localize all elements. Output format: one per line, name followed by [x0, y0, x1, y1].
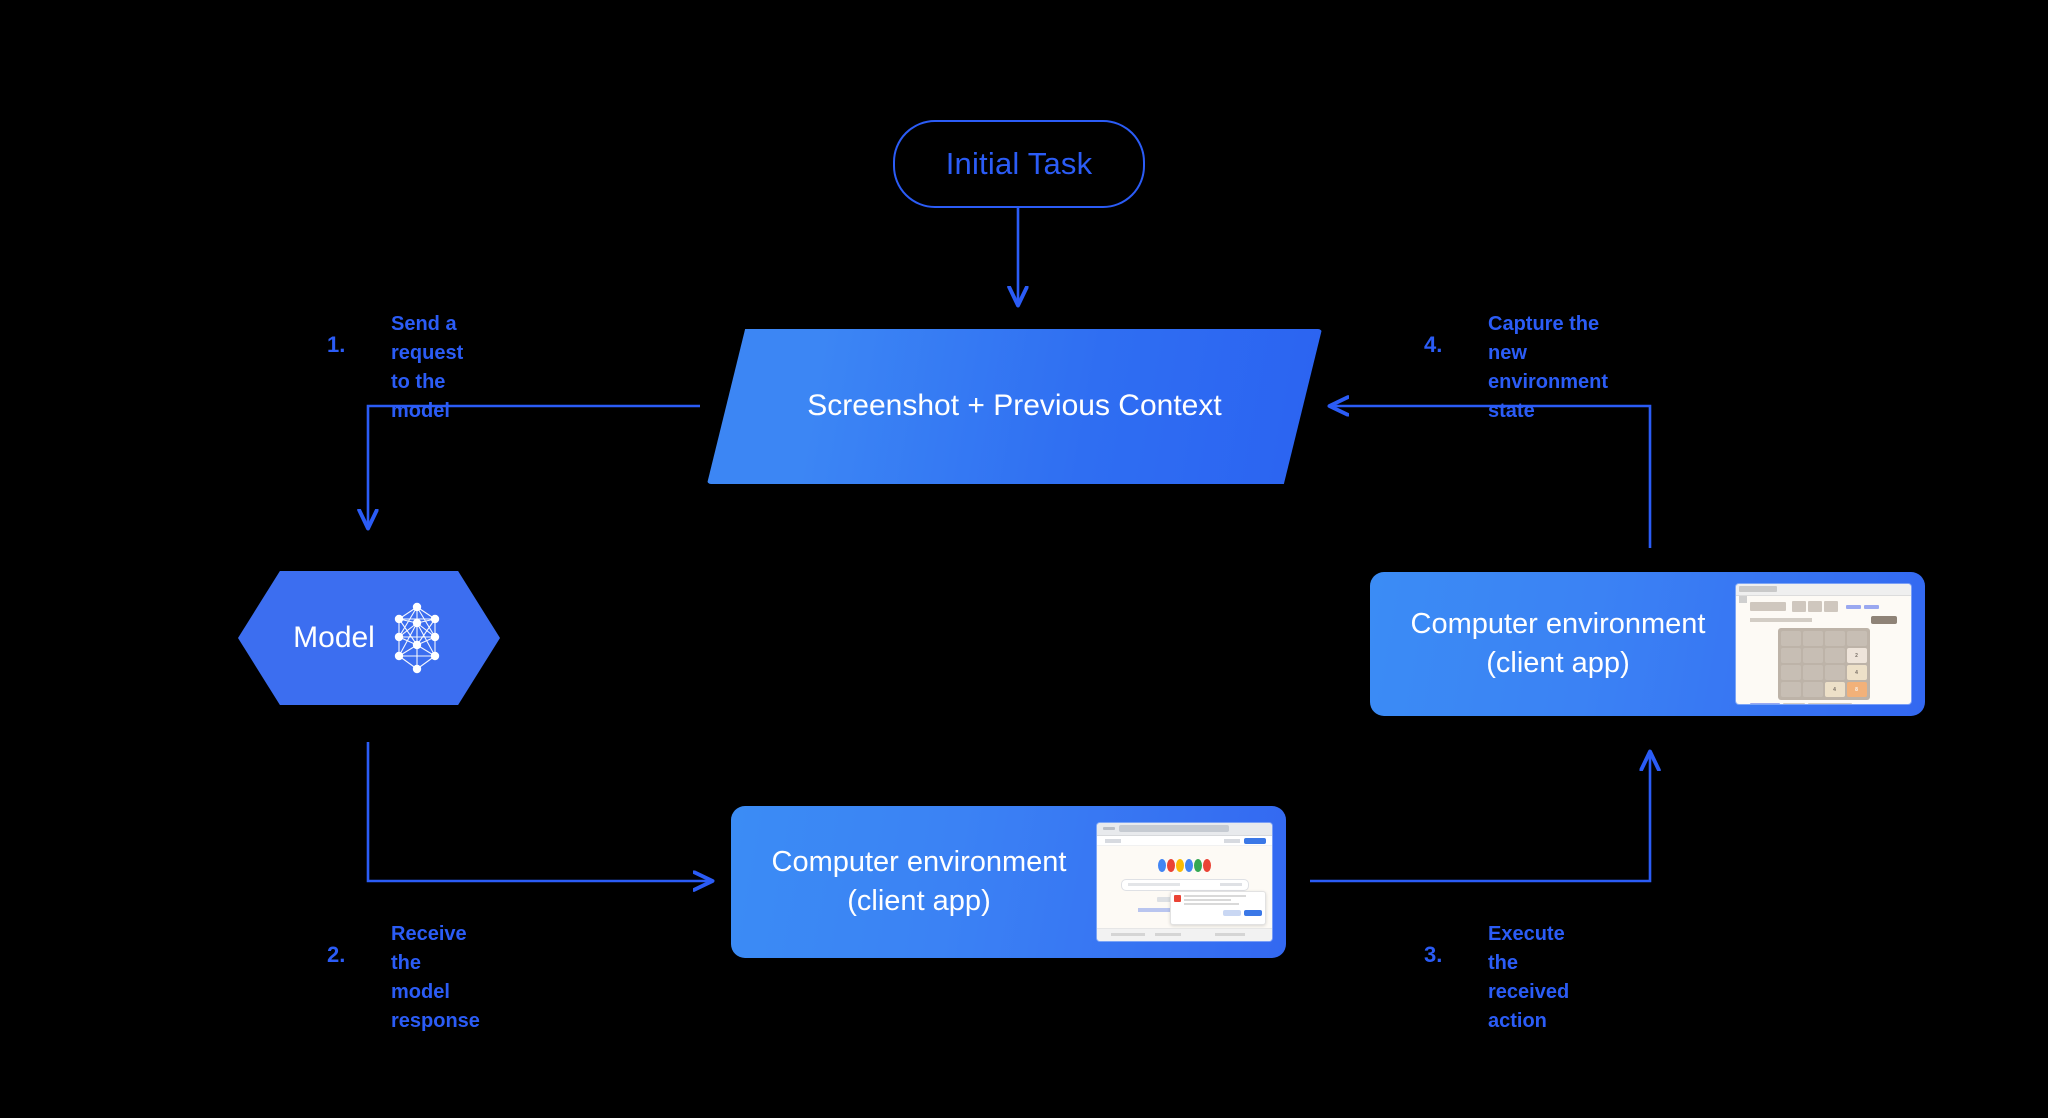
model-label: Model	[293, 621, 375, 654]
browser-dialog-popup[interactable]	[1170, 891, 1266, 925]
2048-header	[1750, 601, 1897, 612]
2048-subheader	[1750, 616, 1897, 624]
google-footer	[1097, 928, 1272, 941]
2048-tile	[1824, 648, 1845, 663]
browser-address-bar	[1097, 823, 1272, 836]
computer-environment-bottom-label: Computer environment (client app)	[731, 843, 1097, 922]
initial-task-label: Initial Task	[945, 146, 1093, 181]
2048-tile: 4	[1824, 682, 1845, 697]
step-2-number: 2.	[327, 942, 346, 967]
2048-tile	[1780, 682, 1801, 697]
2048-tile	[1802, 682, 1823, 697]
2048-site-title	[1750, 602, 1786, 611]
2048-tile	[1824, 665, 1845, 680]
2048-score-boxes	[1792, 601, 1838, 612]
2048-tile	[1846, 631, 1867, 646]
arrow-step-2	[366, 742, 712, 881]
2048-tile	[1824, 631, 1845, 646]
dialog-text	[1184, 895, 1262, 907]
2048-tile	[1780, 665, 1801, 680]
env-right-line2: (client app)	[1486, 647, 1630, 679]
step-4-number: 4.	[1424, 332, 1443, 357]
computer-environment-bottom[interactable]: Computer environment (client app)	[731, 806, 1286, 958]
browser-chrome-bar	[1736, 584, 1911, 596]
2048-tile: 4	[1846, 665, 1867, 680]
2048-tile	[1802, 648, 1823, 663]
2048-tile	[1802, 665, 1823, 680]
screenshot-context-label: Screenshot + Previous Context	[807, 389, 1222, 423]
step-4-text: Capture the new environment state	[1488, 313, 1609, 422]
2048-page-body: 2 4 4 8	[1736, 596, 1911, 700]
2048-tile: 2	[1846, 648, 1867, 663]
dialog-actions[interactable]	[1174, 910, 1262, 916]
dialog-icon	[1174, 895, 1181, 902]
initial-task-node[interactable]: Initial Task	[893, 120, 1145, 208]
env-bottom-line2: (client app)	[847, 885, 991, 917]
computer-environment-right-label: Computer environment (client app)	[1370, 605, 1736, 684]
step-3-number: 3.	[1424, 942, 1443, 967]
google-search-input[interactable]	[1120, 879, 1249, 891]
2048-board: 2 4 4 8	[1777, 628, 1870, 700]
screenshot-context-node[interactable]: Screenshot + Previous Context	[707, 329, 1322, 484]
computer-environment-right[interactable]: Computer environment (client app)	[1370, 572, 1925, 716]
env-bottom-line1: Computer environment	[771, 845, 1067, 878]
2048-footer	[1750, 703, 1897, 704]
env-right-line1: Computer environment	[1410, 607, 1706, 640]
google-logo-icon	[1097, 859, 1272, 872]
2048-tile: 8	[1846, 682, 1867, 697]
step-3-text: Execute the received action	[1488, 923, 1570, 1032]
2048-tile	[1780, 631, 1801, 646]
step-1-number: 1.	[327, 332, 346, 357]
arrow-step-3	[1310, 752, 1650, 883]
google-search-thumbnail	[1097, 823, 1272, 941]
2048-header-links	[1846, 604, 1879, 609]
2048-tile	[1802, 631, 1823, 646]
arrow-step-4	[1330, 406, 1652, 548]
google-top-bar	[1097, 836, 1272, 846]
browser-tab-icon	[1739, 596, 1747, 603]
model-node[interactable]: Model	[238, 571, 500, 705]
step-2-text: Receive the model response	[391, 923, 480, 1032]
2048-tile	[1780, 648, 1801, 663]
2048-game-thumbnail: 2 4 4 8	[1736, 584, 1911, 704]
neural-network-icon	[389, 601, 445, 675]
step-1-text: Send a request to the model	[391, 313, 464, 422]
